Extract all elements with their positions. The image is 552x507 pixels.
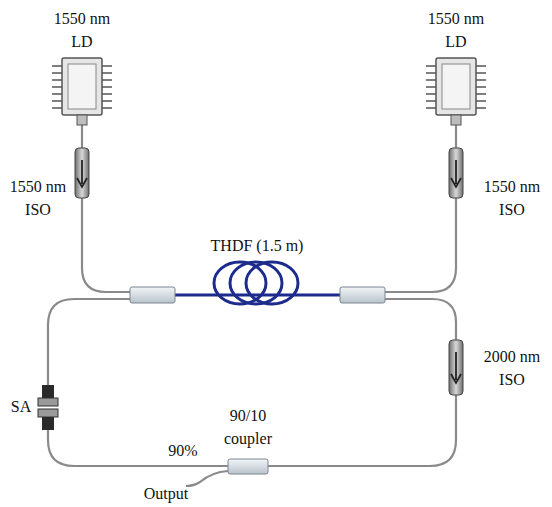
isolator-body: [449, 148, 463, 198]
isolator-body: [449, 340, 463, 395]
fiber: [48, 430, 228, 466]
isolator: [75, 148, 89, 198]
diode-pin: [476, 79, 486, 81]
fiber: [385, 198, 456, 292]
port-label: Output: [144, 482, 188, 505]
diode-pin: [52, 72, 62, 74]
diode-pin: [476, 100, 486, 102]
diode-pin: [476, 86, 486, 88]
fiber: [385, 299, 456, 340]
port-label: 90%: [168, 439, 197, 462]
component-label: 1550 nm LD: [421, 7, 491, 53]
isolator: [449, 148, 463, 198]
fiber: [455, 125, 457, 148]
diode-pin: [426, 107, 436, 109]
component-label: 1550 nm ISO: [479, 175, 545, 221]
diode-pin: [102, 93, 112, 95]
diode-pin: [476, 65, 486, 67]
diode-pin: [426, 72, 436, 74]
connector-flange: [38, 409, 58, 417]
diode-pin: [426, 86, 436, 88]
diode-pin: [426, 93, 436, 95]
fiber: [48, 125, 456, 486]
diode-pin: [102, 100, 112, 102]
component-label: SA: [11, 395, 31, 418]
coil-turn: [246, 262, 298, 304]
diode-body: [436, 58, 476, 115]
coil-turn: [230, 262, 282, 304]
diode-pin: [426, 100, 436, 102]
diode-pin: [102, 86, 112, 88]
isolator-arrow: [77, 160, 87, 187]
output-fiber: [186, 471, 228, 486]
isolator-arrow: [451, 352, 461, 383]
component-label: 90/10 coupler: [217, 404, 279, 450]
diode-pin: [52, 79, 62, 81]
saturable-absorber: [38, 385, 58, 430]
connector-flange: [38, 398, 58, 406]
isolator-body: [75, 148, 89, 198]
connector-part: [42, 385, 54, 398]
diode-lid: [442, 64, 470, 109]
component-label: 1550 nm LD: [47, 7, 117, 53]
diode-pin: [102, 65, 112, 67]
connector-part: [42, 417, 54, 430]
diode-pin: [102, 72, 112, 74]
laser-diode: [426, 58, 486, 125]
diode-pin: [52, 100, 62, 102]
diode-pin: [52, 107, 62, 109]
coil-turn: [214, 262, 266, 304]
diode-pin: [426, 79, 436, 81]
isolator-arrow: [451, 160, 461, 187]
diode-pin: [476, 107, 486, 109]
diode-pin: [102, 79, 112, 81]
diode-pin: [426, 65, 436, 67]
wdm-coupler: [340, 287, 385, 303]
component-label: 2000 nm ISO: [477, 345, 547, 391]
diode-pin: [52, 86, 62, 88]
output-coupler: [228, 459, 268, 474]
thdf-fiber: [175, 294, 340, 297]
fiber: [82, 198, 130, 292]
laser-diode: [52, 58, 112, 125]
diode-nose: [451, 115, 461, 125]
diode-pin: [52, 65, 62, 67]
thdf-coil: [175, 262, 340, 304]
diode-body: [62, 58, 102, 115]
component-label: 1550 nm ISO: [5, 175, 71, 221]
diode-pin: [476, 93, 486, 95]
wdm-coupler: [130, 287, 175, 303]
fiber-label: THDF (1.5 m): [211, 234, 304, 257]
fiber: [48, 299, 130, 385]
diode-pin: [52, 93, 62, 95]
fiber: [268, 395, 456, 466]
diode-nose: [77, 115, 87, 125]
diode-lid: [68, 64, 96, 109]
fiber: [81, 125, 83, 148]
diode-pin: [102, 107, 112, 109]
diode-pin: [476, 72, 486, 74]
isolator: [449, 340, 463, 395]
